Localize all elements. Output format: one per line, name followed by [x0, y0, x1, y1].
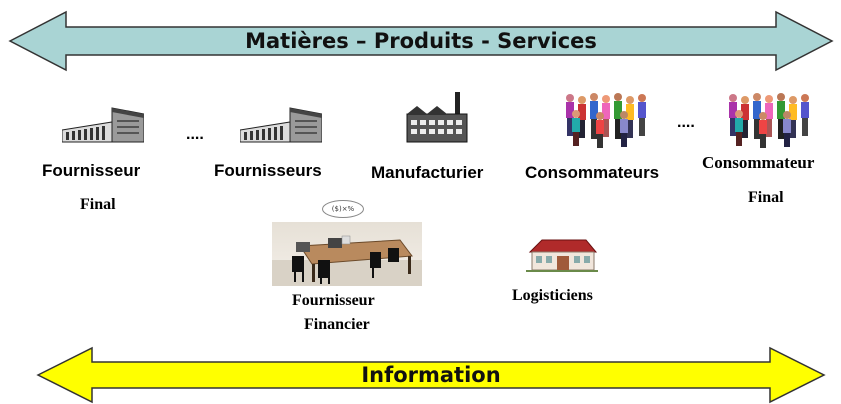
ellipsis: .... — [186, 126, 204, 143]
factory-icon — [239, 104, 323, 149]
thought-bubble: ($)×% — [322, 200, 364, 218]
office-desk-icon — [272, 222, 422, 291]
consommateur-final-label-line2: Final — [748, 189, 784, 206]
factory-icon — [61, 104, 145, 149]
fournisseur-final-label-line1: Fournisseur — [42, 161, 141, 180]
logisticiens-label: Logisticiens — [512, 287, 593, 304]
manufacturier-label: Manufacturier — [371, 163, 484, 182]
people-group-icon — [726, 92, 812, 153]
consommateur-final-label-line1: Consommateur — [702, 153, 815, 172]
fournisseur-final-label-line2: Final — [80, 196, 116, 213]
information-flow-arrow: Information — [36, 346, 826, 404]
information-flow-label: Information — [361, 363, 501, 387]
consommateurs-label: Consommateurs — [525, 163, 660, 182]
plant-icon — [405, 92, 469, 149]
fournisseur-financier-label-line1: Fournisseur — [292, 292, 375, 309]
materials-flow-arrow: Matières – Produits - Services — [8, 10, 834, 72]
people-group-icon — [563, 92, 649, 153]
warehouse-icon — [526, 236, 598, 277]
fournisseurs-label: Fournisseurs — [214, 161, 322, 180]
ellipsis: .... — [677, 114, 695, 131]
materials-flow-label: Matières – Produits - Services — [245, 29, 597, 53]
fournisseur-financier-label-line2: Financier — [304, 316, 370, 333]
